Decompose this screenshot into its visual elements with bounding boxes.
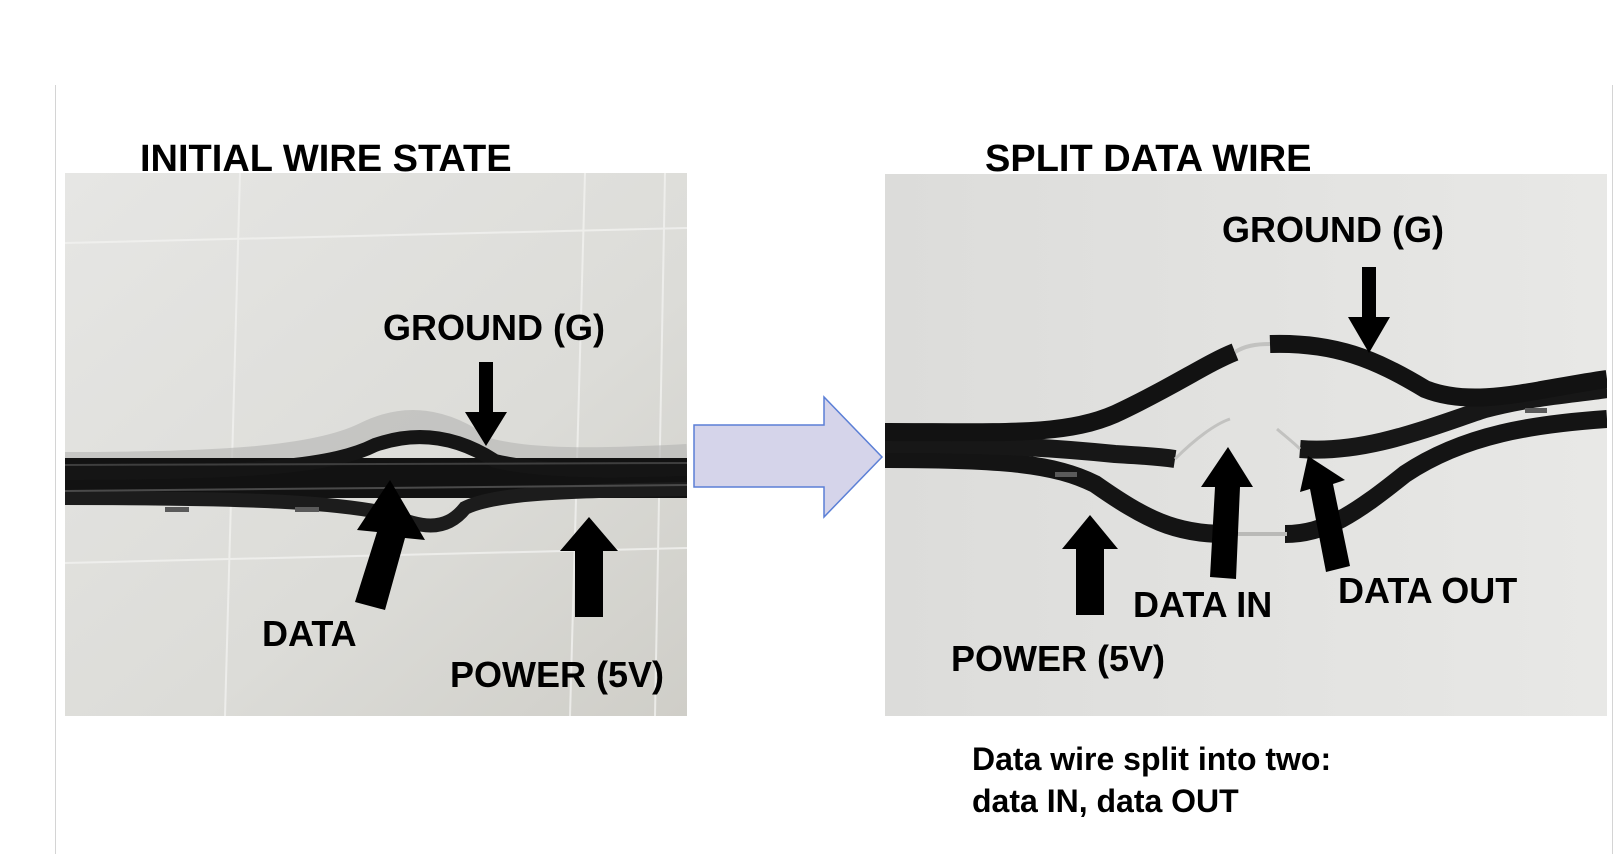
initial-power-pointer-icon (560, 517, 618, 617)
initial-ground-pointer-icon (465, 362, 507, 446)
caption-line-1: Data wire split into two: (972, 741, 1332, 777)
split-wire-photo (885, 174, 1607, 716)
initial-wire-photo (65, 173, 687, 716)
initial-data-pointer-icon (355, 480, 425, 610)
page-left-border (55, 85, 56, 854)
split-data-in-pointer-icon (1201, 447, 1253, 579)
initial-data-label: DATA (262, 613, 357, 654)
split-ground-label: GROUND (G) (1222, 209, 1444, 250)
split-data-in-label: DATA IN (1133, 584, 1273, 625)
initial-power-label: POWER (5V) (450, 654, 665, 695)
split-data-out-pointer-icon (1300, 456, 1350, 572)
split-ground-pointer-icon (1348, 267, 1390, 353)
split-power-pointer-icon (1062, 515, 1118, 615)
page-right-border (1612, 85, 1613, 854)
split-panel-title: SPLIT DATA WIRE (985, 138, 1312, 180)
initial-panel-title: INITIAL WIRE STATE (140, 138, 512, 180)
split-power-label: POWER (5V) (951, 638, 1166, 679)
caption-line-2: data IN, data OUT (972, 783, 1239, 819)
split-data-out-label: DATA OUT (1338, 570, 1518, 611)
split-caption: Data wire split into two: data IN, data … (972, 738, 1331, 822)
right-arrow-icon (693, 395, 884, 519)
initial-ground-label: GROUND (G) (383, 307, 605, 348)
